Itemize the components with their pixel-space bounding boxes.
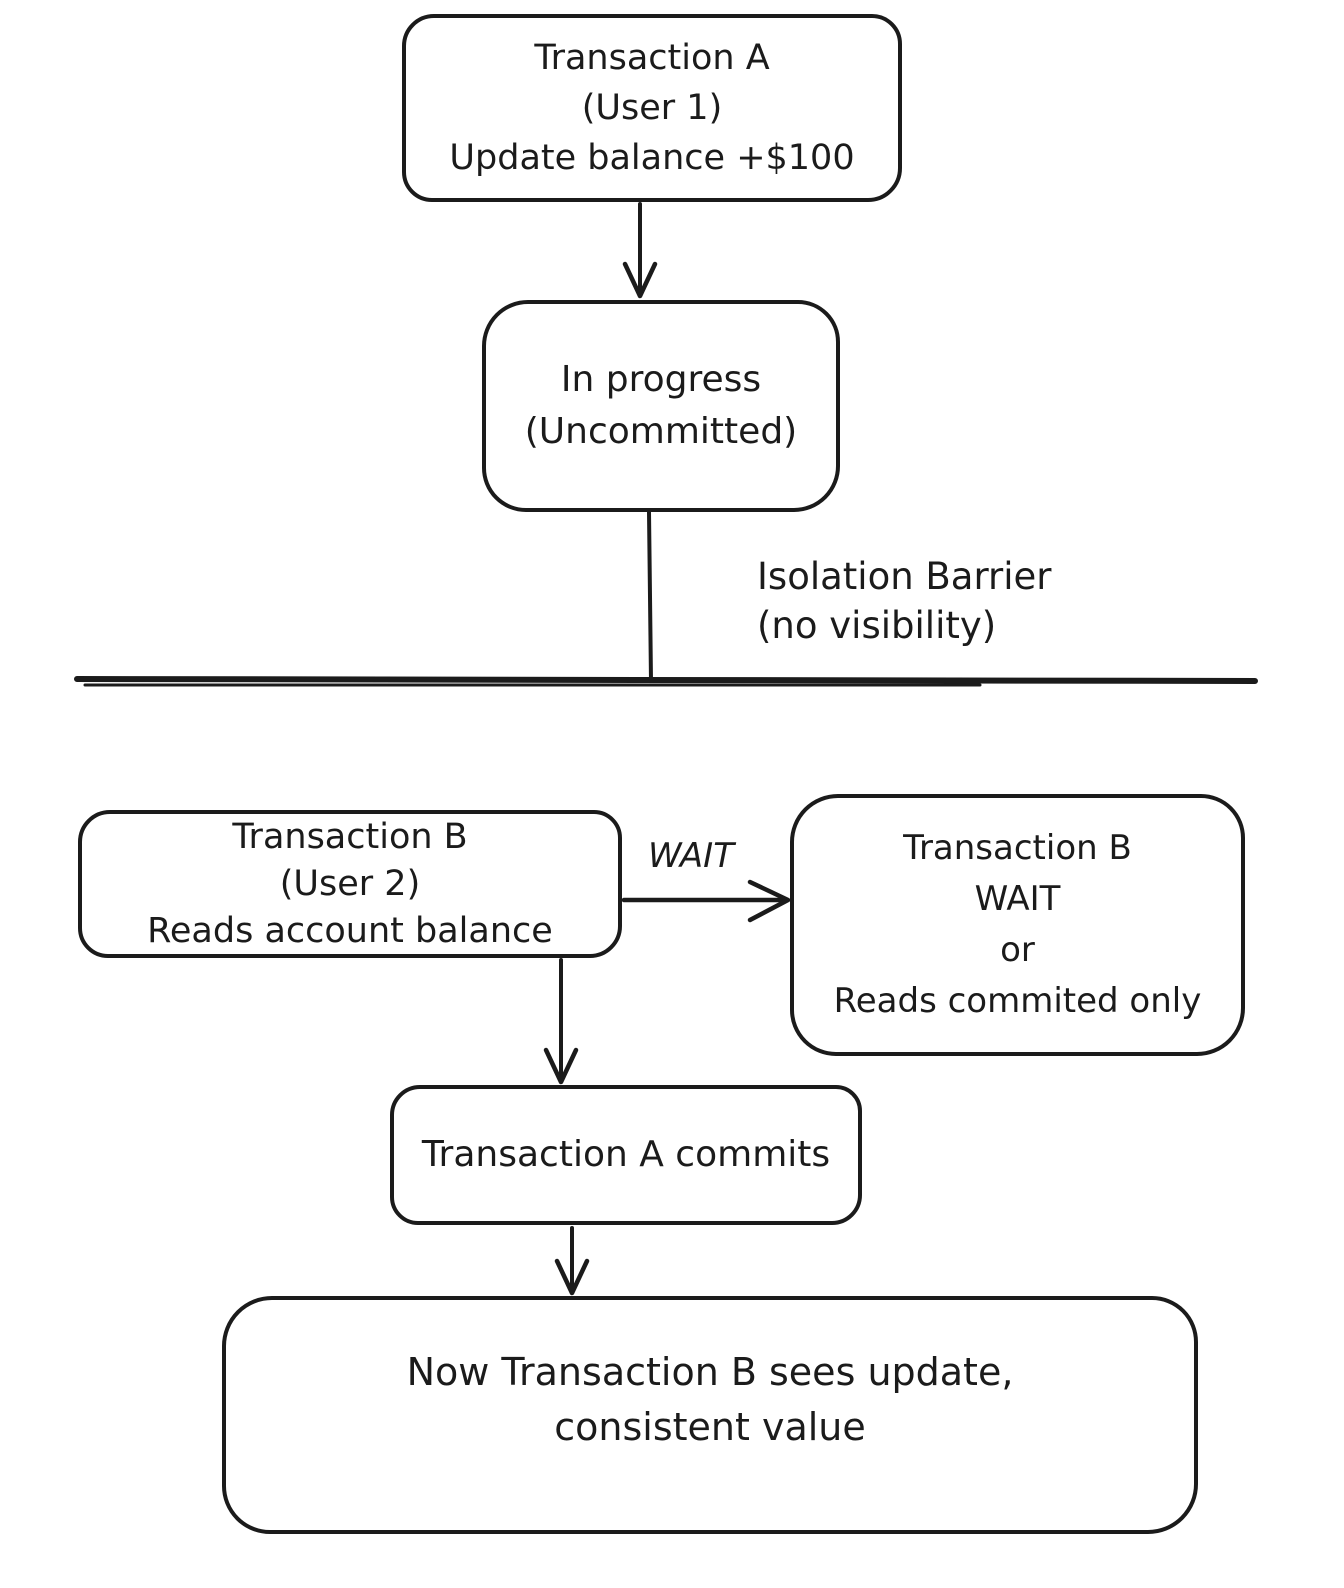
node-transaction-b-wait-line: Transaction B [903, 828, 1132, 868]
isolation-barrier-line [74, 676, 1258, 687]
node-in-progress: In progress (Uncommitted) [482, 300, 840, 512]
node-transaction-b-wait-line: Reads commited only [833, 981, 1202, 1021]
connector-in-progress-to-barrier [647, 510, 653, 683]
node-in-progress-line: In progress [560, 359, 762, 400]
node-transaction-b: Transaction B (User 2) Reads account bal… [78, 810, 622, 958]
node-transaction-a-line: Transaction A [534, 38, 770, 78]
node-transaction-b-line: (User 2) [279, 863, 421, 904]
arrow-b-to-commits [543, 958, 579, 1085]
node-transaction-a-line: Update balance +$100 [449, 138, 855, 178]
node-transaction-b-line: Transaction B [232, 816, 468, 857]
arrow-commits-to-result [554, 1226, 590, 1296]
node-transaction-b-wait-line: WAIT [974, 879, 1061, 919]
node-transaction-b-line: Reads account balance [147, 910, 553, 951]
node-transaction-a-commits-line: Transaction A commits [421, 1134, 831, 1175]
isolation-barrier-label-line: (no visibility) [757, 604, 997, 647]
node-result-line: Now Transaction B sees update, [406, 1350, 1014, 1394]
node-transaction-a-commits: Transaction A commits [390, 1085, 862, 1225]
node-result: Now Transaction B sees update, consisten… [222, 1296, 1198, 1534]
wait-arrow-label: WAIT [648, 836, 734, 876]
node-transaction-a-line: (User 1) [581, 88, 723, 128]
isolation-barrier-label: Isolation Barrier (no visibility) [757, 552, 1052, 650]
arrow-b-to-wait-box [621, 879, 791, 923]
node-transaction-b-wait: Transaction B WAIT or Reads commited onl… [790, 794, 1245, 1056]
node-in-progress-line: (Uncommitted) [524, 411, 798, 452]
arrow-a-to-in-progress [622, 202, 658, 299]
isolation-barrier-label-line: Isolation Barrier [757, 555, 1052, 598]
node-transaction-a: Transaction A (User 1) Update balance +$… [402, 14, 902, 202]
node-transaction-b-wait-line: or [1000, 930, 1035, 970]
node-result-line: consistent value [554, 1405, 866, 1449]
